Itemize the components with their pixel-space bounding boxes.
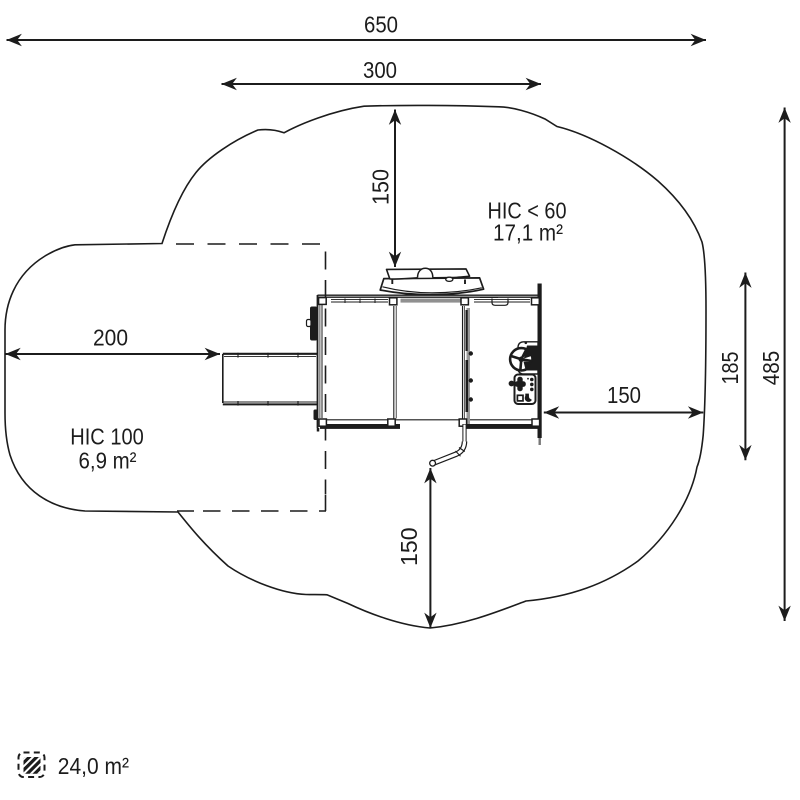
svg-text:HIC < 60: HIC < 60 bbox=[488, 198, 567, 224]
svg-text:300: 300 bbox=[363, 57, 397, 83]
svg-text:6,9 m²: 6,9 m² bbox=[79, 447, 137, 473]
svg-text:150: 150 bbox=[368, 169, 394, 205]
svg-text:17,1 m²: 17,1 m² bbox=[493, 219, 563, 245]
svg-text:HIC 100: HIC 100 bbox=[70, 424, 144, 450]
svg-text:24,0 m²: 24,0 m² bbox=[58, 753, 130, 779]
svg-text:185: 185 bbox=[717, 352, 743, 385]
svg-text:150: 150 bbox=[396, 527, 422, 566]
svg-text:650: 650 bbox=[364, 11, 398, 37]
svg-text:150: 150 bbox=[607, 382, 641, 408]
svg-text:200: 200 bbox=[93, 325, 128, 351]
svg-text:485: 485 bbox=[758, 351, 784, 386]
